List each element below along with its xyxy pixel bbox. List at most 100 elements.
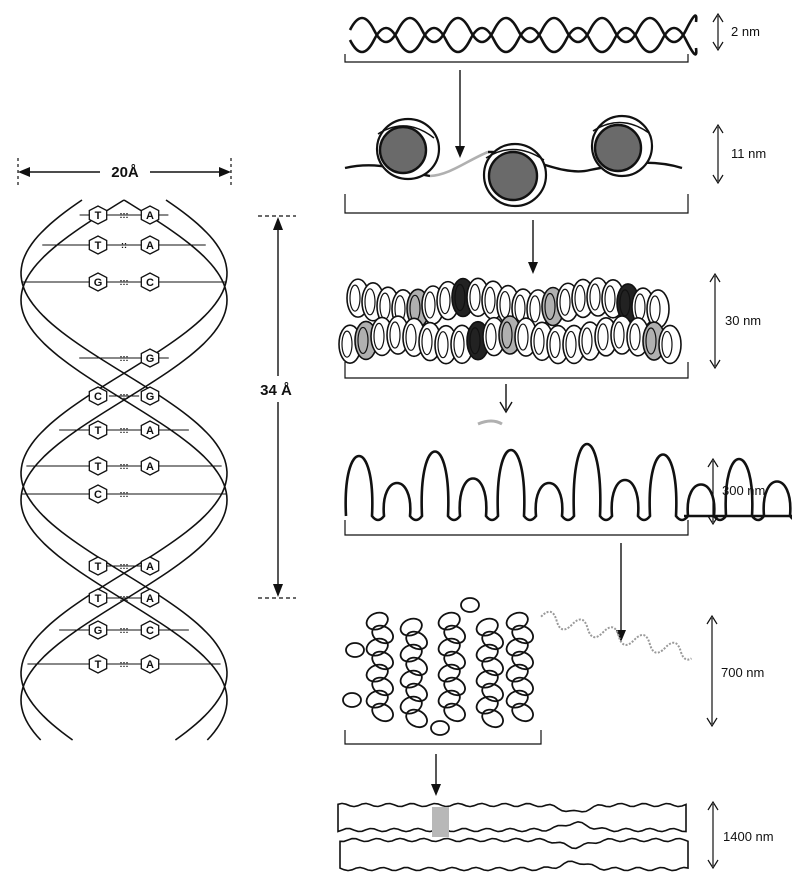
base-letter: A (146, 210, 154, 222)
size-arrow (713, 125, 723, 183)
size-label-2nm: 2 nm (731, 24, 760, 39)
level-bracket (345, 54, 688, 62)
size-arrow (707, 616, 717, 726)
coil-loop (436, 688, 462, 711)
size-label-1400nm: 1400 nm (723, 829, 774, 844)
coil-loop (343, 693, 361, 707)
base-letter: C (94, 391, 102, 403)
level-dna-helix: 2 nm (345, 14, 760, 62)
coil-loop (369, 622, 396, 646)
base-pair: T:::A (89, 557, 158, 575)
coil-loop (364, 688, 390, 711)
level-nucleosomes: 11 nm (345, 116, 766, 213)
base-letter: A (146, 461, 154, 473)
coil-loop (474, 616, 500, 639)
hydrogen-bond: ::: (120, 489, 129, 499)
coil-loop (509, 700, 536, 724)
base-pair: C:::G (89, 387, 158, 405)
coil-loop (504, 662, 530, 685)
base-letter: T (95, 210, 102, 222)
level-bracket (345, 520, 688, 535)
highlighted-segment (432, 807, 449, 837)
level-bracket (345, 362, 688, 378)
base-pair: T::A (42, 236, 206, 254)
base-letter: T (95, 425, 102, 437)
coil-loop (346, 643, 364, 657)
base-letter: T (95, 461, 102, 473)
coil-loop (369, 648, 396, 672)
flow-arrow (528, 220, 538, 274)
coil-loop (364, 662, 390, 685)
base-pair: :::G (79, 349, 169, 367)
hydrogen-bond: ::: (120, 461, 129, 471)
coil-loop (398, 694, 424, 717)
level-bracket (345, 730, 541, 744)
size-arrow (710, 274, 720, 368)
nucleosome-bead (484, 144, 546, 206)
size-label-300nm: 300 nm (722, 483, 765, 498)
base-letter: A (146, 659, 154, 671)
base-letter: A (146, 593, 154, 605)
helix-pitch-label: 34 Å (260, 382, 292, 399)
coil-loop (504, 610, 530, 633)
flow-arrow (431, 754, 441, 796)
size-arrow (713, 14, 723, 50)
hydrogen-bond: ::: (120, 659, 129, 669)
coil-loop (364, 636, 390, 659)
level-30nm-fiber: 30 nm (339, 274, 761, 378)
size-label-11nm: 11 nm (731, 146, 766, 161)
coil-loop (369, 674, 396, 698)
hydrogen-bond: ::: (120, 593, 129, 603)
coil-loop (509, 622, 536, 646)
coil-loop (474, 668, 500, 691)
coil-loop (479, 628, 506, 652)
coil-loop (479, 654, 506, 678)
level-metaphase-chromosome: 1400 nm (338, 802, 774, 871)
base-pair: T:::A (80, 206, 169, 224)
hydrogen-bond: :: (121, 240, 127, 250)
base-pair: G:::C (21, 273, 226, 291)
hydrogen-bond: ::: (120, 561, 129, 571)
flow-arrow (500, 384, 512, 412)
coil-loop (441, 622, 468, 646)
size-arrow (708, 802, 718, 868)
coil-loop (461, 598, 479, 612)
coil-loop (436, 636, 462, 659)
base-letter: C (146, 625, 154, 637)
base-letter: C (94, 489, 102, 501)
level-300nm-loops: 300 nm (345, 421, 792, 535)
coil-loop (441, 700, 468, 724)
hydrogen-bond: ::: (120, 210, 129, 220)
nucleosome-bead (377, 119, 439, 179)
level-700nm-condensed: 700 nm (343, 598, 764, 744)
coil-loop (474, 694, 500, 717)
coil-loop (504, 688, 530, 711)
coil-loop (436, 610, 462, 633)
coil-loop (398, 616, 424, 639)
helix-pitch-dimension: 34 Å (258, 216, 296, 598)
hydrogen-bond: ::: (120, 391, 129, 401)
size-label-700nm: 700 nm (721, 665, 764, 680)
hydrogen-bond: ::: (120, 277, 129, 287)
coil-loop (509, 648, 536, 672)
base-letter: G (94, 625, 103, 637)
coil-loop (436, 662, 462, 685)
base-letter: A (146, 425, 154, 437)
coil-loop (504, 636, 530, 659)
coil-loop (369, 700, 396, 724)
helix-width-dimension: 20Å (18, 158, 231, 188)
base-letter: T (95, 561, 102, 573)
base-letter: T (95, 659, 102, 671)
base-letter: A (146, 561, 154, 573)
dna-double-helix: 20Å T:::AT::AG:::C:::GC:::GT:::AT:::AC::… (18, 158, 296, 740)
nucleosome-bead (592, 116, 652, 176)
size-label-30nm: 30 nm (725, 313, 761, 328)
coil-loop (403, 680, 430, 704)
coil-loop (509, 674, 536, 698)
coil-loop (364, 610, 390, 633)
coil-loop (403, 706, 430, 730)
hydrogen-bond: ::: (120, 425, 129, 435)
base-pair: T:::A (89, 589, 158, 607)
coil-loop (403, 654, 430, 678)
